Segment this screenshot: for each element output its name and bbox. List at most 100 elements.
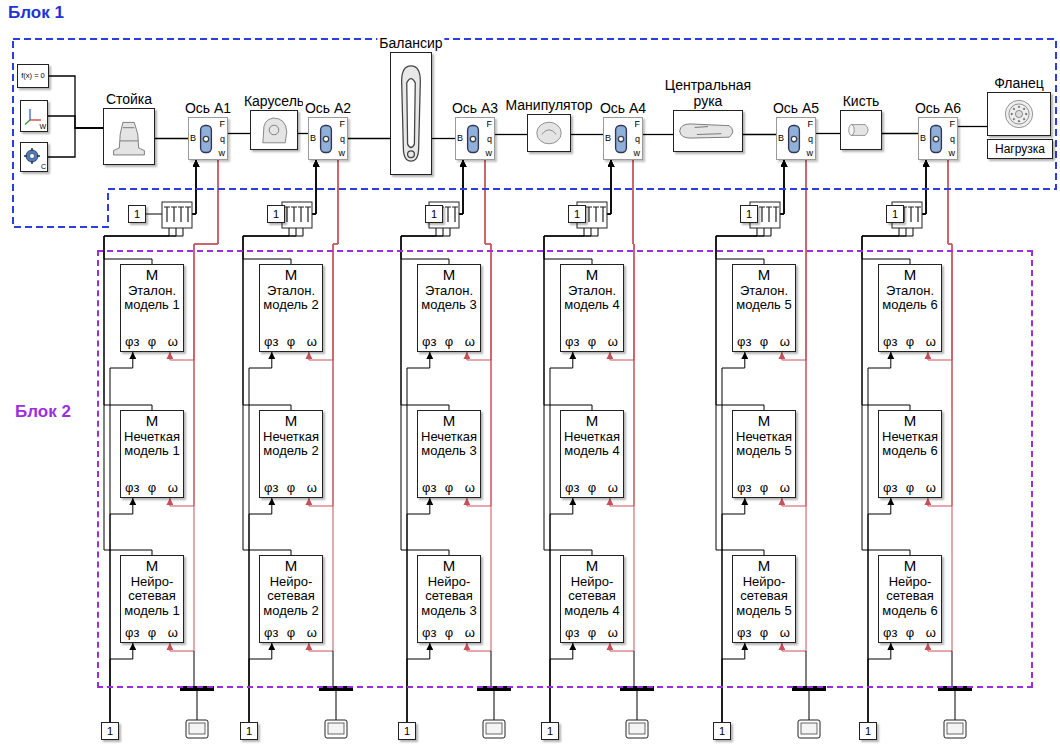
signal-line	[882, 133, 918, 134]
signal-line	[743, 134, 776, 135]
signal-line	[571, 134, 603, 135]
joint-part	[933, 136, 938, 141]
model-name: Нейро-сетевая модель 6	[882, 575, 938, 618]
signal-wire	[952, 651, 955, 720]
signal-line	[722, 643, 745, 722]
frame-part	[25, 120, 30, 125]
joint-block: Ось A1BFqw	[188, 117, 228, 160]
port-letter: q	[340, 134, 345, 144]
constant-value: 1	[860, 723, 876, 739]
stand-icon	[107, 112, 151, 161]
config-block: f(x) = 0	[17, 64, 49, 88]
signal-line	[243, 160, 316, 264]
port-letter: B	[605, 133, 611, 143]
port-name: φз	[737, 481, 751, 495]
flange-part	[1005, 100, 1032, 127]
signal-wire	[333, 651, 336, 720]
block-heading: Блок 1	[8, 3, 64, 23]
arm-icon	[677, 114, 739, 148]
scope-block	[626, 720, 648, 738]
port-name: φ	[148, 335, 156, 349]
output-letter: M	[561, 267, 623, 283]
port-name: φз	[565, 481, 579, 495]
mux-scope	[319, 651, 353, 738]
signal-line	[544, 160, 611, 264]
model-block: MНечеткая модель 1φзφω	[120, 410, 184, 498]
flange-part	[1013, 108, 1015, 110]
bus-symbol	[164, 207, 191, 222]
signal-line	[550, 643, 573, 722]
joint-part	[321, 126, 332, 153]
port-letter: F	[220, 119, 226, 129]
model-block: MНейро-сетевая модель 4φзφω	[560, 555, 624, 643]
model-block: MЭталон. модель 1φзφω	[120, 264, 184, 352]
output-letter: M	[733, 558, 795, 574]
port-name: ω	[780, 481, 790, 495]
port-name: ω	[465, 626, 475, 640]
link-block: Карусель	[250, 110, 298, 150]
model-name: Эталон. модель 2	[263, 284, 319, 313]
port-name: φ	[287, 335, 295, 349]
part-name: Манипулятор	[503, 98, 594, 113]
model-name: Нечеткая модель 5	[736, 430, 792, 459]
port-name: ω	[780, 335, 790, 349]
model-name: Нечеткая модель 4	[564, 430, 620, 459]
signal-line	[110, 643, 133, 722]
port-name: φз	[565, 335, 579, 349]
signal-line	[228, 133, 250, 134]
config-block: C	[20, 142, 48, 172]
scope-screen	[189, 723, 205, 734]
port-name: ω	[168, 335, 178, 349]
port-name: φз	[125, 626, 139, 640]
port-letter: B	[778, 133, 784, 143]
port-letter: F	[950, 119, 956, 129]
port-name: φ	[906, 335, 914, 349]
output-letter: M	[121, 413, 183, 429]
port-name: ω	[307, 481, 317, 495]
signal-line	[348, 138, 390, 139]
link-block: Фланец	[987, 92, 1051, 136]
flange-part	[1013, 118, 1015, 120]
signal-line	[643, 134, 673, 135]
flange-part	[1018, 120, 1020, 122]
port-name: ω	[465, 481, 475, 495]
model-block: MНейро-сетевая модель 6φзφω	[878, 555, 942, 643]
port-name: φ	[906, 481, 914, 495]
port-name: ω	[307, 335, 317, 349]
port-name: φз	[737, 335, 751, 349]
joint-name: Ось A1	[183, 101, 233, 116]
port-name: ω	[926, 335, 936, 349]
model-name: Нечеткая модель 6	[882, 430, 938, 459]
port-name: φз	[264, 481, 278, 495]
port-name: ω	[608, 626, 618, 640]
block-region: Блок 2MЭталон. модель 1φзφωMНечеткая мод…	[97, 250, 1033, 688]
joint-block: Ось A3BFqw	[455, 117, 495, 160]
gear-part	[26, 150, 38, 162]
carousel-part	[263, 118, 287, 143]
signal-line	[249, 643, 272, 722]
carousel-part	[269, 125, 279, 135]
manip-icon	[531, 118, 567, 148]
stand-part	[114, 122, 145, 155]
port-name: φ	[148, 481, 156, 495]
port-letter: w	[634, 148, 641, 158]
joint-part	[931, 126, 942, 153]
joint-block: Ось A6BFqw	[918, 117, 958, 160]
port-letter: q	[808, 134, 813, 144]
joint-name: Ось A2	[303, 101, 353, 116]
joint-name: Ось A3	[450, 101, 500, 116]
part-name: Балансир	[377, 36, 444, 51]
bus-symbol	[284, 207, 311, 222]
bus-box	[162, 202, 192, 228]
output-letter: M	[733, 413, 795, 429]
constant-value: 1	[714, 723, 730, 739]
port-name: φ	[906, 626, 914, 640]
model-name: Эталон. модель 6	[882, 284, 938, 313]
scope-block	[798, 720, 820, 738]
port-name: φ	[588, 335, 596, 349]
mux-scope	[180, 651, 214, 738]
port-name: φз	[565, 626, 579, 640]
port-name: φ	[445, 335, 453, 349]
block-label: C	[41, 163, 46, 171]
signal-line	[862, 160, 926, 264]
